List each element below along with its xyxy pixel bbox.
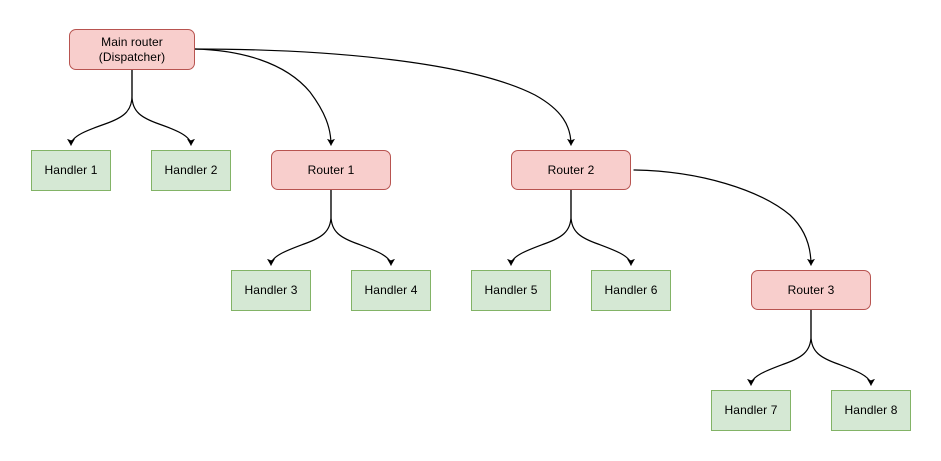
node-handler-2[interactable]: Handler 2 <box>151 150 231 191</box>
node-handler-5[interactable]: Handler 5 <box>471 270 551 311</box>
node-label-router-3: Router 3 <box>787 282 835 297</box>
edge-main-to-handler-2 <box>131 69 195 146</box>
node-handler-4[interactable]: Handler 4 <box>351 270 431 311</box>
node-handler-1[interactable]: Handler 1 <box>31 150 111 191</box>
node-label-handler-5: Handler 5 <box>484 283 538 297</box>
node-label-handler-7: Handler 7 <box>724 403 778 417</box>
node-router-1[interactable]: Router 1 <box>271 150 391 190</box>
node-label-handler-3: Handler 3 <box>244 283 298 297</box>
node-handler-7[interactable]: Handler 7 <box>711 390 791 431</box>
edge-router-1-to-handler-4 <box>330 189 395 266</box>
node-router-2[interactable]: Router 2 <box>511 150 631 190</box>
edge-router-3-to-handler-8 <box>810 309 875 386</box>
edge-main-to-handler-1 <box>67 69 133 146</box>
edge-router-3-to-handler-7 <box>747 309 812 386</box>
node-label-main-router: Main router (Dispatcher) <box>98 34 166 64</box>
edge-paths <box>67 48 875 386</box>
edge-router-2-to-handler-5 <box>507 189 572 266</box>
edge-router-1-to-handler-3 <box>267 189 332 266</box>
edge-router-2-to-router-3 <box>633 169 815 266</box>
node-label-handler-2: Handler 2 <box>164 163 218 177</box>
node-label-handler-8: Handler 8 <box>844 403 898 417</box>
node-label-handler-4: Handler 4 <box>364 283 418 297</box>
node-handler-3[interactable]: Handler 3 <box>231 270 311 311</box>
edge-router-2-to-handler-6 <box>570 189 635 266</box>
node-label-router-2: Router 2 <box>547 162 595 177</box>
node-handler-8[interactable]: Handler 8 <box>831 390 911 431</box>
edge-main-to-router-1 <box>193 48 335 146</box>
edge-main-to-router-2 <box>193 48 575 146</box>
node-label-handler-1: Handler 1 <box>44 163 98 177</box>
node-label-router-1: Router 1 <box>307 162 355 177</box>
node-router-3[interactable]: Router 3 <box>751 270 871 310</box>
node-handler-6[interactable]: Handler 6 <box>591 270 671 311</box>
node-label-handler-6: Handler 6 <box>604 283 658 297</box>
node-main-router[interactable]: Main router (Dispatcher) <box>69 29 195 70</box>
